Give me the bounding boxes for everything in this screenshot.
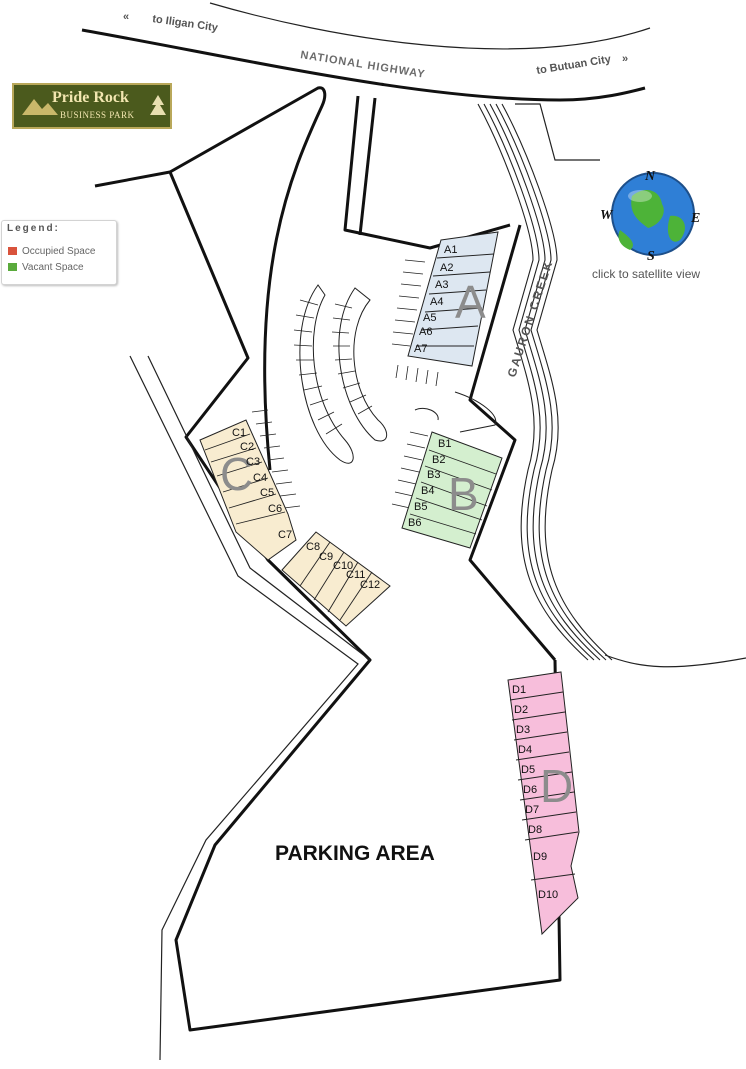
lot-c8[interactable]: C8 [306, 541, 320, 553]
legend-occupied: Occupied Space [8, 246, 95, 257]
lot-d7[interactable]: D7 [525, 804, 539, 816]
occupied-flag-icon [8, 247, 17, 255]
east-direction-label: to Butuan City [536, 53, 613, 77]
compass-south: S [647, 249, 655, 264]
lot-b1[interactable]: B1 [438, 438, 451, 450]
central-parking [251, 259, 497, 509]
outer-road-west-inner [147, 355, 371, 661]
lot-a3[interactable]: A3 [435, 279, 448, 291]
logo-title: Pride Rock [52, 89, 129, 106]
east-road [604, 654, 746, 668]
mountain-icon [22, 99, 58, 115]
lot-c4[interactable]: C4 [253, 472, 267, 484]
lot-c1[interactable]: C1 [232, 427, 246, 439]
satellite-view-link[interactable]: N E W S click to satellite view [592, 169, 700, 281]
lot-a4[interactable]: A4 [430, 296, 443, 308]
chevron-right-icon: » [622, 53, 628, 65]
lot-d6[interactable]: D6 [523, 784, 537, 796]
globe-icon: N E W S [600, 169, 700, 264]
lot-c5[interactable]: C5 [260, 487, 274, 499]
block-d-letter: D [540, 760, 573, 812]
satellite-view-label: click to satellite view [592, 267, 700, 281]
block-a: A A1 A2 A3 A4 A5 A6 A7 [407, 231, 499, 367]
gauron-creek [477, 103, 613, 661]
logo-subtitle: BUSINESS PARK [60, 110, 135, 120]
compass-north: N [644, 169, 656, 184]
legend-title: Legend: [7, 223, 60, 234]
lot-d4[interactable]: D4 [518, 744, 532, 756]
east-direction-link[interactable]: to Butuan City » [536, 53, 629, 77]
lot-b4[interactable]: B4 [421, 485, 434, 497]
lot-b3[interactable]: B3 [427, 469, 440, 481]
highway-label: NATIONAL HIGHWAY [300, 49, 427, 81]
lot-a7[interactable]: A7 [414, 343, 427, 355]
lot-d8[interactable]: D8 [528, 824, 542, 836]
lot-b2[interactable]: B2 [432, 454, 445, 466]
lot-b5[interactable]: B5 [414, 501, 427, 513]
legend-vacant-label: Vacant Space [22, 262, 84, 273]
east-boundary-road [468, 224, 557, 661]
chevron-left-icon: « [123, 11, 129, 23]
vacant-flag-icon [8, 263, 17, 271]
lot-a1[interactable]: A1 [444, 244, 457, 256]
block-b: B B1 B2 B3 B4 B5 B6 [401, 431, 503, 549]
compass-west: W [600, 208, 614, 223]
lot-c9[interactable]: C9 [319, 551, 333, 563]
creek-label: GAURON CREEK [505, 258, 556, 379]
block-c-letter: C [220, 448, 253, 500]
access-road-east-inner [358, 97, 377, 236]
lot-c10[interactable]: C10 [333, 560, 353, 572]
lot-d1[interactable]: D1 [512, 684, 526, 696]
lot-c7[interactable]: C7 [278, 529, 292, 541]
lot-d3[interactable]: D3 [516, 724, 530, 736]
lot-b6[interactable]: B6 [408, 517, 421, 529]
access-road-west [169, 86, 327, 471]
lot-c6[interactable]: C6 [268, 503, 282, 515]
lot-d9[interactable]: D9 [533, 851, 547, 863]
lot-d10[interactable]: D10 [538, 889, 558, 901]
west-direction-label: to Iligan City [152, 13, 220, 34]
lot-c2[interactable]: C2 [240, 441, 254, 453]
outer-road-west [129, 355, 359, 1061]
lot-d2[interactable]: D2 [514, 704, 528, 716]
compass-east: E [690, 211, 700, 226]
highway-north-edge [209, 2, 651, 50]
west-direction-link[interactable]: « to Iligan City [123, 11, 219, 34]
pride-rock-logo[interactable]: Pride Rock BUSINESS PARK [12, 83, 172, 129]
lot-d5[interactable]: D5 [521, 764, 535, 776]
east-parcel [515, 103, 600, 161]
highway-south-edge [81, 28, 646, 102]
block-a-letter: A [455, 276, 486, 328]
block-d: D D1 D2 D3 D4 D5 D6 D7 D8 D9 D10 [507, 671, 580, 936]
legend: Legend: Occupied Space Vacant Space [1, 220, 117, 285]
lot-a2[interactable]: A2 [440, 262, 453, 274]
lot-c11[interactable]: C11 [346, 569, 365, 581]
lot-c3[interactable]: C3 [246, 456, 260, 468]
block-c: C C1 C2 C3 C4 C5 C6 C7 C8 C9 C10 C11 C12 [199, 419, 391, 627]
pine-tree-icon [150, 95, 166, 115]
lot-c12[interactable]: C12 [360, 579, 380, 591]
parking-area-label: PARKING AREA [275, 842, 435, 865]
block-b-letter: B [448, 468, 479, 520]
lot-a6[interactable]: A6 [419, 326, 432, 338]
lot-a5[interactable]: A5 [423, 312, 436, 324]
legend-vacant: Vacant Space [8, 262, 84, 273]
legend-occupied-label: Occupied Space [22, 246, 96, 257]
